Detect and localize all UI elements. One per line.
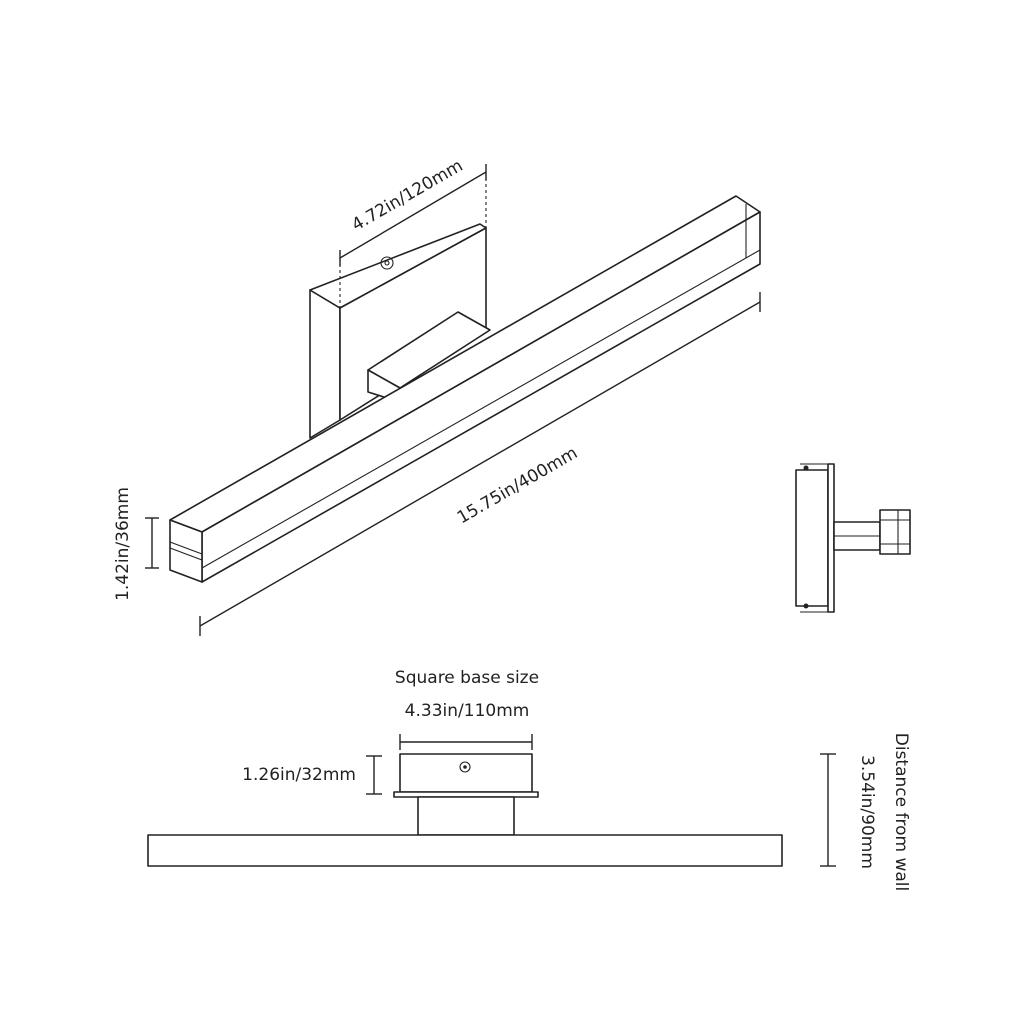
front-bar — [147, 834, 783, 867]
wall-distance-label: 3.54in/90mm — [857, 755, 877, 869]
wall-distance-title: Distance from wall — [891, 733, 911, 891]
isometric-view: 4.72in/120mm 15.75in/400mm 1.42in/36mm — [113, 156, 761, 636]
side-mount-block — [879, 509, 911, 555]
square-base-size-label: 4.33in/110mm — [405, 701, 530, 721]
side-bar — [795, 469, 829, 607]
side-wall-plate — [827, 463, 835, 613]
dimension-base-depth: 1.26in/32mm — [242, 755, 382, 795]
side-view — [795, 463, 911, 613]
dimension-wall-distance: 3.54in/90mm Distance from wall — [820, 733, 911, 891]
dimension-square-base — [399, 734, 533, 750]
front-arm — [417, 796, 515, 836]
front-view: Square base size 4.33in/110mm 1.26in/32m… — [147, 668, 911, 891]
front-base-box — [399, 753, 533, 793]
light-bar-iso — [169, 195, 761, 583]
base-depth-label: 1.26in/32mm — [242, 765, 356, 785]
bar-length-label: 15.75in/400mm — [454, 443, 581, 528]
base-width-top-label: 4.72in/120mm — [349, 156, 467, 236]
square-base-title: Square base size — [395, 668, 539, 688]
bar-height-label: 1.42in/36mm — [113, 487, 133, 601]
dimension-bar-height: 1.42in/36mm — [113, 487, 159, 601]
